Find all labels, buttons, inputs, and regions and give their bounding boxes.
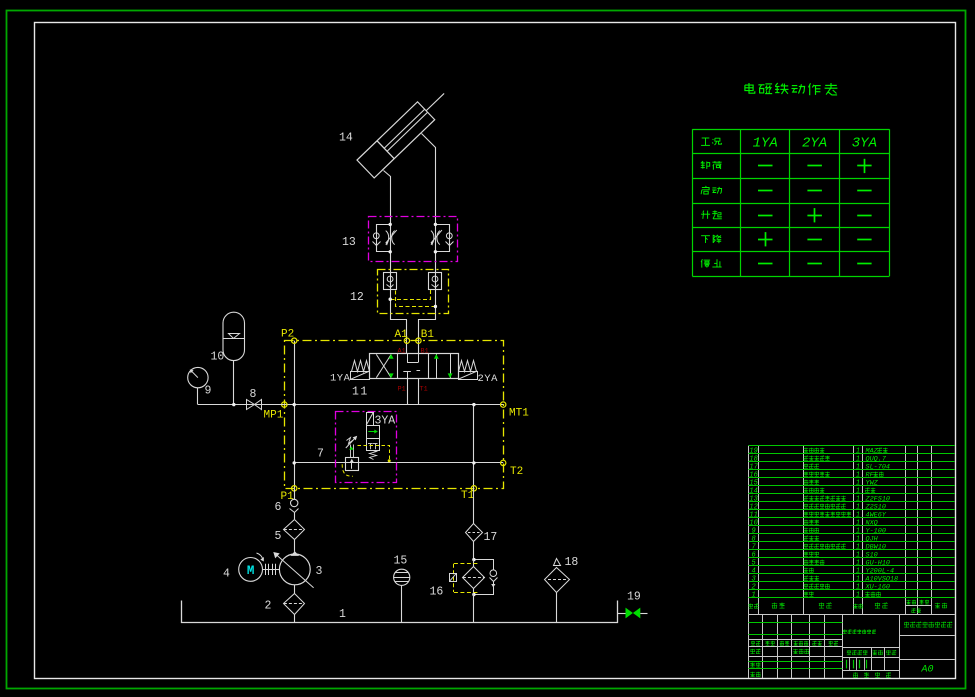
- svg-text:3: 3: [751, 576, 755, 584]
- svg-text:17: 17: [749, 464, 758, 472]
- svg-text:B1: B1: [421, 347, 429, 355]
- svg-text:2YA: 2YA: [802, 135, 827, 151]
- svg-text:1: 1: [856, 488, 860, 496]
- svg-text:1: 1: [856, 552, 860, 560]
- svg-text:Y200L-4: Y200L-4: [866, 568, 895, 576]
- svg-text:11: 11: [749, 512, 757, 520]
- svg-text:T1: T1: [461, 490, 475, 502]
- svg-text:2: 2: [751, 584, 755, 592]
- svg-text:1: 1: [856, 544, 860, 552]
- svg-text:Y-100: Y-100: [866, 528, 886, 536]
- svg-text:13: 13: [749, 496, 757, 504]
- svg-text:QUQ.7: QUQ.7: [866, 456, 887, 464]
- svg-text:1: 1: [856, 480, 860, 488]
- svg-text:MT1: MT1: [509, 408, 529, 420]
- svg-text:5: 5: [751, 560, 756, 568]
- svg-text:1: 1: [856, 464, 860, 472]
- svg-text:19: 19: [749, 448, 757, 456]
- svg-text:1: 1: [856, 472, 860, 480]
- svg-text:XU-160: XU-160: [865, 584, 890, 592]
- svg-text:4WE6Y: 4WE6Y: [866, 512, 887, 520]
- svg-text:18: 18: [565, 556, 579, 569]
- svg-text:P2: P2: [281, 329, 294, 341]
- svg-text:T1: T1: [420, 386, 428, 394]
- svg-text:1: 1: [856, 520, 860, 528]
- svg-text:15: 15: [394, 555, 408, 568]
- svg-text:4: 4: [223, 568, 230, 581]
- svg-text:DBW10: DBW10: [866, 544, 886, 552]
- svg-text:5: 5: [275, 530, 282, 543]
- svg-text:7: 7: [317, 448, 324, 461]
- svg-text:8: 8: [751, 536, 755, 544]
- svg-text:1: 1: [856, 496, 860, 504]
- svg-text:19: 19: [627, 591, 641, 604]
- svg-text:4: 4: [751, 568, 755, 576]
- svg-text:9: 9: [751, 528, 755, 536]
- svg-text:Z2S10: Z2S10: [865, 504, 886, 512]
- svg-text:8: 8: [250, 388, 257, 401]
- svg-text:S10: S10: [866, 552, 878, 560]
- svg-text:1YA: 1YA: [330, 373, 351, 385]
- svg-text:16: 16: [749, 472, 757, 480]
- svg-text:MP1: MP1: [264, 410, 284, 422]
- svg-text:RF: RF: [866, 472, 875, 480]
- svg-text:12: 12: [749, 504, 757, 512]
- svg-text:3: 3: [316, 565, 323, 578]
- svg-text:2YA: 2YA: [478, 373, 499, 385]
- svg-text:1: 1: [856, 512, 860, 520]
- svg-text:1: 1: [856, 560, 860, 568]
- svg-text:1: 1: [856, 456, 860, 464]
- svg-text:12: 12: [350, 291, 364, 304]
- svg-text:1YA: 1YA: [753, 135, 778, 151]
- svg-text:T2: T2: [510, 466, 523, 478]
- svg-text:2: 2: [265, 600, 272, 613]
- svg-text:1: 1: [339, 608, 346, 621]
- svg-text:3YA: 3YA: [852, 135, 877, 151]
- svg-text:18: 18: [749, 456, 757, 464]
- svg-text:B1: B1: [421, 329, 435, 341]
- svg-text:Z2FS10: Z2FS10: [865, 496, 890, 504]
- svg-text:QJH: QJH: [866, 536, 879, 544]
- svg-text:1: 1: [856, 576, 860, 584]
- svg-text:14: 14: [749, 488, 757, 496]
- svg-text:3YA: 3YA: [375, 415, 396, 428]
- svg-text:13: 13: [342, 236, 356, 249]
- svg-text:SL-704: SL-704: [866, 464, 890, 472]
- svg-text:16: 16: [430, 586, 444, 599]
- svg-text:1: 1: [856, 584, 860, 592]
- svg-text:10: 10: [211, 351, 225, 364]
- svg-text:M: M: [247, 564, 255, 578]
- svg-text:1: 1: [751, 592, 755, 600]
- svg-text:6: 6: [751, 552, 755, 560]
- svg-text:14: 14: [339, 132, 353, 145]
- svg-text:MAZ: MAZ: [866, 448, 879, 456]
- svg-text:1: 1: [856, 528, 860, 536]
- svg-text:10: 10: [749, 520, 757, 528]
- svg-text:1: 1: [856, 448, 860, 456]
- svg-text:YWZ: YWZ: [866, 480, 879, 488]
- svg-text:GU-H10: GU-H10: [866, 560, 890, 568]
- svg-text:9: 9: [205, 385, 212, 398]
- svg-text:A1: A1: [398, 347, 406, 355]
- svg-text:A1: A1: [395, 329, 409, 341]
- svg-text:1: 1: [856, 504, 860, 512]
- svg-text:7: 7: [751, 544, 756, 552]
- svg-text:P1: P1: [398, 386, 406, 394]
- svg-text:1: 1: [856, 568, 860, 576]
- svg-text:A0: A0: [921, 665, 934, 676]
- svg-text:A10VSO18: A10VSO18: [865, 576, 899, 584]
- svg-text:15: 15: [749, 480, 758, 488]
- svg-text:1: 1: [856, 536, 860, 544]
- svg-text:6: 6: [275, 501, 282, 514]
- svg-text:P1: P1: [281, 491, 295, 503]
- svg-text:11: 11: [352, 386, 369, 399]
- svg-text:1: 1: [856, 592, 860, 600]
- svg-text:NXQ: NXQ: [866, 520, 878, 528]
- svg-text:17: 17: [484, 531, 498, 544]
